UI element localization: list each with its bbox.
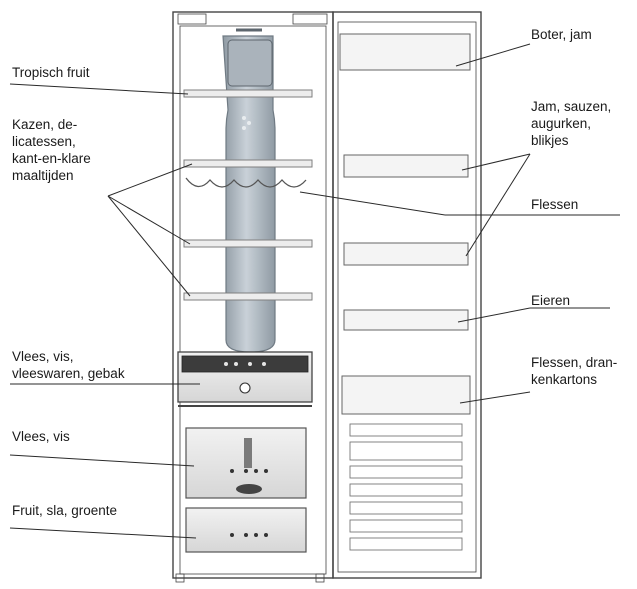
lower-drawer-1 xyxy=(185,427,307,499)
door-panel-lines xyxy=(349,423,463,551)
foot-right xyxy=(315,573,325,583)
air-tower-icon xyxy=(222,28,276,353)
shelf-3 xyxy=(183,239,313,248)
door-bin-bottom xyxy=(341,375,471,415)
door-bin-2 xyxy=(343,154,469,178)
door-bin-4 xyxy=(343,309,469,331)
foot-left xyxy=(175,573,185,583)
label-kazen: Kazen, de- licatessen, kant-en-klare maa… xyxy=(12,117,91,183)
leader-lines xyxy=(9,43,620,539)
shelf-1 xyxy=(183,89,313,98)
label-flessen-drankkartons: Flessen, dran- kenkartons xyxy=(531,355,618,387)
label-flessen: Flessen xyxy=(531,197,579,212)
label-tropisch-fruit: Tropisch fruit xyxy=(12,65,90,80)
door-inner xyxy=(337,21,477,573)
door-bin-top xyxy=(339,33,471,71)
control-panel-icon xyxy=(181,355,309,373)
shelf-2 xyxy=(183,159,313,168)
label-boter-jam: Boter, jam xyxy=(531,27,592,42)
door-bins xyxy=(339,33,471,415)
middle-drawer xyxy=(177,351,313,407)
wine-rack-icon xyxy=(185,177,307,188)
label-vlees-vis: Vlees, vis xyxy=(12,429,70,444)
label-eieren: Eieren xyxy=(531,293,571,308)
label-vlees-vleeswaren: Vlees, vis, vleeswaren, gebak xyxy=(12,349,125,381)
label-fruit-sla: Fruit, sla, groente xyxy=(12,503,118,518)
fridge-door xyxy=(332,11,482,579)
top-vent-left xyxy=(177,13,207,25)
door-outline xyxy=(332,11,482,579)
door-bin-3 xyxy=(343,242,469,266)
top-vent-right xyxy=(292,13,328,25)
shelf-4 xyxy=(183,292,313,301)
cabinet-inner-wall xyxy=(179,25,327,575)
lower-drawer-2 xyxy=(185,507,307,553)
label-jam-sauzen: Jam, sauzen, augurken, blikjes xyxy=(531,99,612,148)
